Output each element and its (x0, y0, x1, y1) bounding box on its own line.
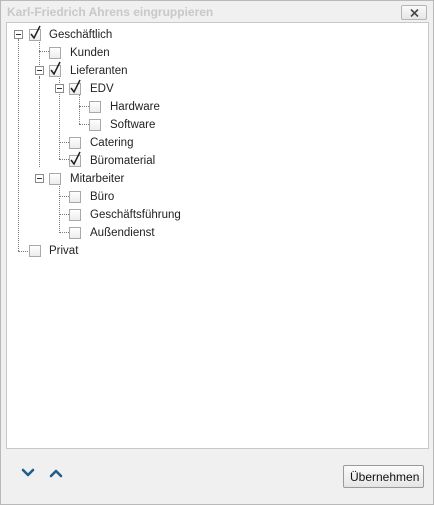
checkbox-geschaeftlich[interactable] (29, 25, 41, 41)
checkbox-edv[interactable] (69, 79, 81, 95)
tree-line (59, 214, 71, 215)
collapse-toggle-lieferanten[interactable] (35, 66, 44, 75)
chevron-down-icon (21, 468, 35, 477)
move-down-button[interactable] (20, 465, 36, 481)
tree-item-label[interactable]: Privat (49, 245, 79, 257)
group-tree: Geschäftlich Kunden Lieferanten EDV Hard… (6, 22, 429, 449)
tree-line (59, 142, 71, 143)
tree-item-label[interactable]: Hardware (110, 101, 160, 113)
move-up-button[interactable] (48, 465, 64, 481)
checkbox-bueromaterial[interactable] (69, 151, 81, 167)
tree-line (39, 77, 40, 167)
checkbox-privat[interactable] (29, 245, 41, 257)
tree-line (39, 39, 40, 77)
tree-line (18, 251, 30, 252)
tree-line (79, 124, 91, 125)
tree-item-label[interactable]: Büromaterial (90, 155, 156, 167)
tree-line (59, 159, 71, 160)
tree-item-label[interactable]: Lieferanten (70, 65, 128, 77)
collapse-toggle-geschaeftlich[interactable] (14, 30, 23, 39)
tree-line (79, 93, 80, 124)
checkbox-aussendienst[interactable] (69, 227, 81, 239)
tree-item-label[interactable]: Geschäftlich (49, 29, 113, 41)
checkbox-catering[interactable] (69, 137, 81, 149)
tree-line (59, 196, 71, 197)
tree-item-label[interactable]: Kunden (70, 47, 110, 59)
checkmark-icon (30, 25, 41, 40)
dialog-title: Karl-Friedrich Ahrens eingruppieren (7, 5, 214, 19)
tree-line (59, 232, 71, 233)
dialog-footer: Übernehmen (6, 453, 429, 499)
tree-item-label[interactable]: Catering (90, 137, 134, 149)
apply-button[interactable]: Übernehmen (343, 465, 424, 488)
checkmark-icon (70, 151, 81, 166)
checkbox-kunden[interactable] (49, 47, 61, 59)
close-button[interactable] (401, 5, 427, 20)
tree-item-label[interactable]: EDV (90, 83, 114, 95)
chevron-up-icon (49, 469, 63, 478)
tree-line (79, 106, 91, 107)
checkbox-geschaeftsfuehrung[interactable] (69, 209, 81, 221)
collapse-toggle-edv[interactable] (55, 84, 64, 93)
tree-item-label[interactable]: Mitarbeiter (70, 173, 125, 185)
tree-item-label[interactable]: Büro (90, 191, 115, 203)
tree-line (59, 75, 60, 159)
tree-item-label[interactable]: Geschäftsführung (90, 209, 181, 221)
tree-item-label[interactable]: Außendienst (90, 227, 155, 239)
close-icon (410, 9, 419, 17)
title-bar: Karl-Friedrich Ahrens eingruppieren (1, 1, 433, 23)
checkmark-icon (50, 61, 61, 76)
tree-line (59, 184, 60, 233)
collapse-toggle-mitarbeiter[interactable] (35, 174, 44, 183)
checkbox-mitarbeiter[interactable] (49, 173, 61, 185)
checkbox-hardware[interactable] (89, 101, 101, 113)
tree-item-label[interactable]: Software (110, 119, 156, 131)
tree-line (39, 51, 51, 52)
tree-line (18, 39, 19, 251)
checkbox-software[interactable] (89, 119, 101, 131)
checkbox-buero[interactable] (69, 191, 81, 203)
checkmark-icon (70, 79, 81, 94)
checkbox-lieferanten[interactable] (49, 61, 61, 77)
